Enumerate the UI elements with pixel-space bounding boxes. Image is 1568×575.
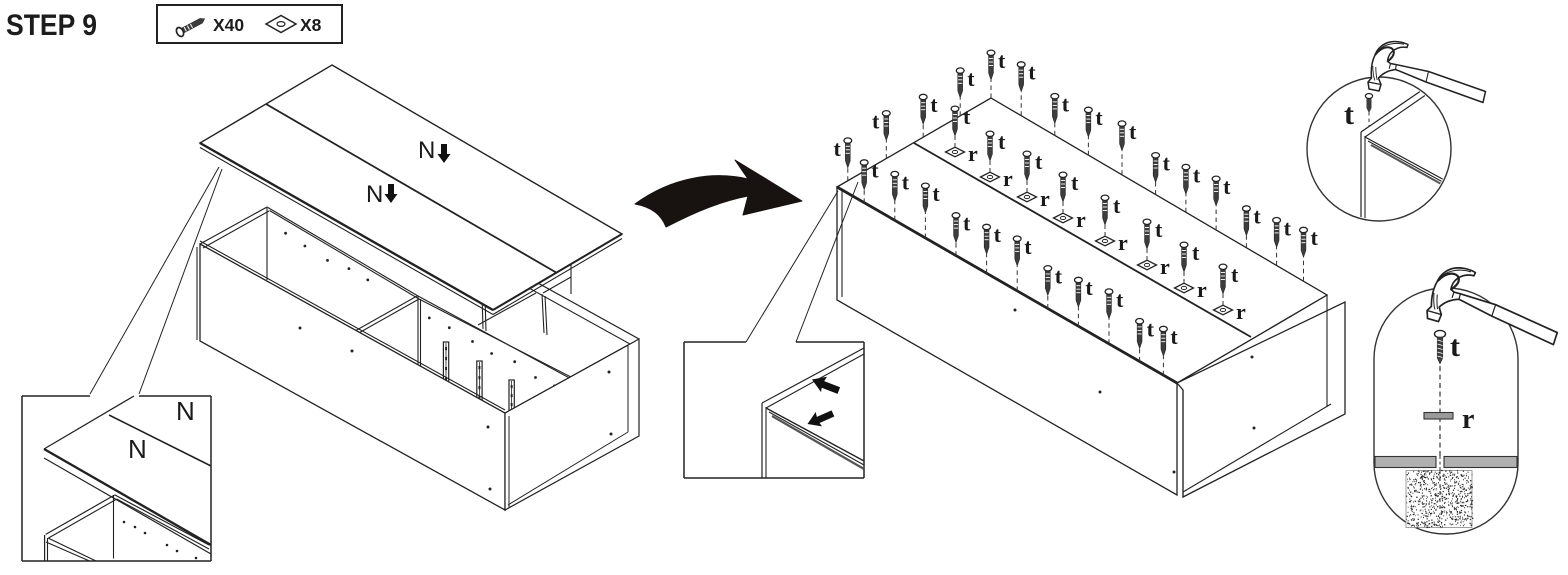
svg-text:r: r bbox=[1003, 166, 1013, 191]
svg-text:t: t bbox=[963, 104, 971, 129]
svg-text:t: t bbox=[1231, 262, 1239, 287]
svg-text:t: t bbox=[1129, 119, 1137, 144]
svg-text:t: t bbox=[1024, 234, 1032, 259]
svg-text:t: t bbox=[1095, 105, 1103, 130]
svg-text:t: t bbox=[1223, 174, 1231, 199]
svg-text:t: t bbox=[963, 211, 971, 236]
svg-text:t: t bbox=[1284, 215, 1292, 240]
svg-text:t: t bbox=[1062, 91, 1070, 116]
svg-text:t: t bbox=[1055, 264, 1063, 289]
svg-text:t: t bbox=[902, 169, 910, 194]
svg-text:X8: X8 bbox=[300, 15, 322, 35]
svg-text:t: t bbox=[998, 48, 1006, 73]
svg-text:STEP 9: STEP 9 bbox=[6, 9, 97, 42]
svg-text:t: t bbox=[1311, 225, 1319, 250]
svg-text:t: t bbox=[1028, 60, 1036, 85]
svg-text:t: t bbox=[1085, 275, 1093, 300]
svg-text:t: t bbox=[1147, 316, 1155, 341]
svg-text:r: r bbox=[1197, 277, 1207, 302]
svg-text:t: t bbox=[967, 66, 975, 91]
svg-text:t: t bbox=[1450, 330, 1460, 363]
svg-text:t: t bbox=[1170, 324, 1178, 349]
svg-text:t: t bbox=[1113, 193, 1121, 218]
svg-text:r: r bbox=[1236, 299, 1246, 324]
svg-text:t: t bbox=[871, 158, 879, 183]
svg-text:r: r bbox=[1040, 186, 1050, 211]
svg-text:t: t bbox=[1071, 170, 1079, 195]
svg-text:t: t bbox=[1193, 162, 1201, 187]
svg-text:N: N bbox=[366, 181, 383, 208]
svg-text:r: r bbox=[1076, 207, 1086, 232]
svg-text:t: t bbox=[994, 222, 1002, 247]
svg-text:t: t bbox=[872, 109, 880, 134]
svg-text:N: N bbox=[418, 137, 435, 164]
svg-text:N: N bbox=[128, 434, 147, 464]
svg-text:t: t bbox=[998, 129, 1006, 154]
svg-text:t: t bbox=[833, 136, 841, 161]
svg-text:t: t bbox=[1344, 98, 1354, 131]
svg-text:t: t bbox=[1035, 149, 1043, 174]
svg-text:t: t bbox=[932, 181, 940, 206]
svg-text:t: t bbox=[1163, 151, 1171, 176]
svg-text:N: N bbox=[176, 396, 195, 426]
svg-text:t: t bbox=[1253, 204, 1261, 229]
svg-text:r: r bbox=[1160, 254, 1170, 279]
svg-text:X40: X40 bbox=[213, 15, 244, 35]
svg-text:r: r bbox=[968, 141, 978, 166]
svg-text:t: t bbox=[1192, 240, 1200, 265]
svg-text:t: t bbox=[930, 92, 938, 117]
svg-text:r: r bbox=[1462, 404, 1474, 435]
svg-text:r: r bbox=[1118, 230, 1128, 255]
svg-text:t: t bbox=[1116, 287, 1124, 312]
svg-text:t: t bbox=[1155, 217, 1163, 242]
